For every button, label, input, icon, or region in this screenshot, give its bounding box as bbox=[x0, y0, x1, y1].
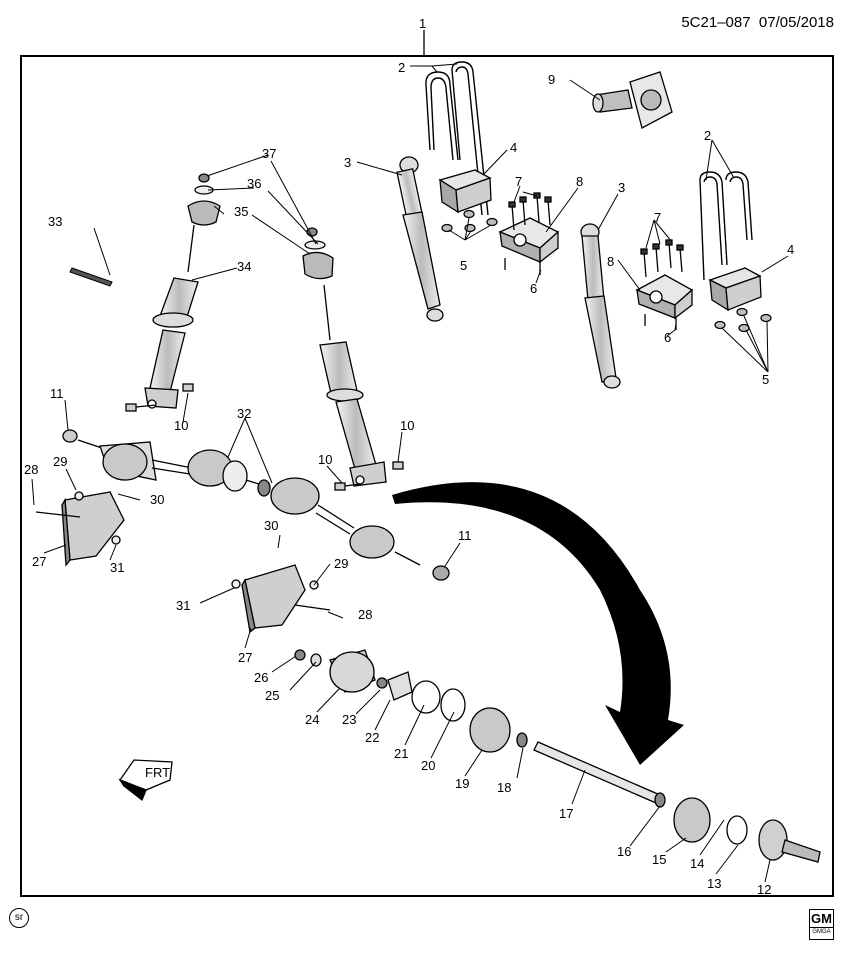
callout-26: 26 bbox=[254, 670, 268, 685]
callout-23: 23 bbox=[342, 712, 356, 727]
callout-9: 9 bbox=[548, 72, 555, 87]
callout-5-left: 5 bbox=[460, 258, 467, 273]
callout-30-left: 30 bbox=[150, 492, 164, 507]
label-strip-33 bbox=[69, 267, 113, 287]
front-direction-indicator: FRT bbox=[118, 759, 173, 802]
callout-24: 24 bbox=[305, 712, 319, 727]
callout-35: 35 bbox=[234, 204, 248, 219]
callout-16: 16 bbox=[617, 844, 631, 859]
callout-27-left: 27 bbox=[32, 554, 46, 569]
callout-29-right: 29 bbox=[334, 556, 348, 571]
strut-bolts bbox=[125, 383, 404, 491]
spacer-block-right bbox=[708, 267, 762, 312]
callout-30-right: 30 bbox=[264, 518, 278, 533]
callout-2-right: 2 bbox=[704, 128, 711, 143]
callout-6-right: 6 bbox=[664, 330, 671, 345]
callout-2-left: 2 bbox=[398, 60, 405, 75]
callout-13: 13 bbox=[707, 876, 721, 891]
callout-15: 15 bbox=[652, 852, 666, 867]
front-strut-left bbox=[144, 173, 221, 409]
callout-8-right: 8 bbox=[607, 254, 614, 269]
exploded-view-arrow bbox=[392, 482, 684, 765]
callout-5-right: 5 bbox=[762, 372, 769, 387]
axle-plate-right bbox=[635, 274, 694, 330]
sr-badge: sr bbox=[9, 908, 29, 928]
callout-10-left: 10 bbox=[174, 418, 188, 433]
callout-20: 20 bbox=[421, 758, 435, 773]
callout-29-left: 29 bbox=[53, 454, 67, 469]
callout-10-right: 10 bbox=[400, 418, 414, 433]
front-strut-right bbox=[302, 227, 387, 487]
callout-3-right: 3 bbox=[618, 180, 625, 195]
u-bolt-nuts-left bbox=[441, 209, 498, 233]
shield-bracket-right bbox=[231, 564, 331, 634]
callout-31-right: 31 bbox=[176, 598, 190, 613]
callout-11-left: 11 bbox=[50, 386, 64, 401]
callout-6-left: 6 bbox=[530, 281, 537, 296]
callout-31-left: 31 bbox=[110, 560, 124, 575]
cv-joint-exploded bbox=[294, 649, 821, 863]
axle-plate-left bbox=[498, 217, 560, 275]
callout-4-left: 4 bbox=[510, 140, 517, 155]
callout-33: 33 bbox=[48, 214, 62, 229]
drawing-header: 5C21–087 07/05/2018 bbox=[681, 14, 834, 31]
shield-bracket-left bbox=[35, 491, 125, 567]
drawing-code: 5C21–087 bbox=[681, 14, 751, 31]
callout-22: 22 bbox=[365, 730, 379, 745]
callout-17: 17 bbox=[559, 806, 573, 821]
drawing-date: 07/05/2018 bbox=[758, 14, 834, 31]
callout-32: 32 bbox=[237, 406, 251, 421]
callout-1: 1 bbox=[419, 16, 426, 31]
callout-28-left: 28 bbox=[24, 462, 38, 477]
gm-logo-sub: GMGA bbox=[810, 927, 833, 936]
half-shaft-right bbox=[257, 477, 450, 581]
callout-19: 19 bbox=[455, 776, 469, 791]
bolts-right-set bbox=[640, 239, 684, 278]
u-bolt-left-pair bbox=[425, 61, 489, 216]
u-bolt-right-pair bbox=[699, 171, 753, 281]
diagram-frame bbox=[20, 55, 834, 897]
spacer-block-left bbox=[438, 169, 492, 214]
callout-21: 21 bbox=[394, 746, 408, 761]
callout-3-left: 3 bbox=[344, 155, 351, 170]
gm-logo-text: GM bbox=[811, 911, 832, 926]
jounce-bumper-9 bbox=[592, 71, 673, 129]
callout-7-right: 7 bbox=[654, 210, 661, 225]
callout-25: 25 bbox=[265, 688, 279, 703]
bolts-left-set bbox=[508, 192, 552, 231]
frt-label: FRT bbox=[145, 765, 170, 780]
callout-8-left: 8 bbox=[576, 174, 583, 189]
callout-34: 34 bbox=[237, 259, 251, 274]
callout-27-right: 27 bbox=[238, 650, 252, 665]
u-bolt-nuts-right bbox=[714, 307, 772, 333]
callout-leaders bbox=[31, 63, 789, 883]
rear-shock-left bbox=[396, 156, 444, 322]
callout-10-mid: 10 bbox=[318, 452, 332, 467]
half-shaft-left bbox=[62, 429, 263, 492]
callout-37: 37 bbox=[262, 146, 276, 161]
callout-11-right: 11 bbox=[458, 528, 472, 543]
callout-28-right: 28 bbox=[358, 607, 372, 622]
gm-logo: GM GMGA bbox=[809, 909, 834, 940]
callout-36: 36 bbox=[247, 176, 261, 191]
callout-12: 12 bbox=[757, 882, 771, 897]
callout-18: 18 bbox=[497, 780, 511, 795]
callout-4-right: 4 bbox=[787, 242, 794, 257]
callout-14: 14 bbox=[690, 856, 704, 871]
callout-7-left: 7 bbox=[515, 174, 522, 189]
rear-shock-right bbox=[580, 223, 621, 389]
callout-labels: 1 2 2 3 3 4 4 5 5 6 6 7 7 8 8 9 10 10 10… bbox=[24, 16, 794, 897]
